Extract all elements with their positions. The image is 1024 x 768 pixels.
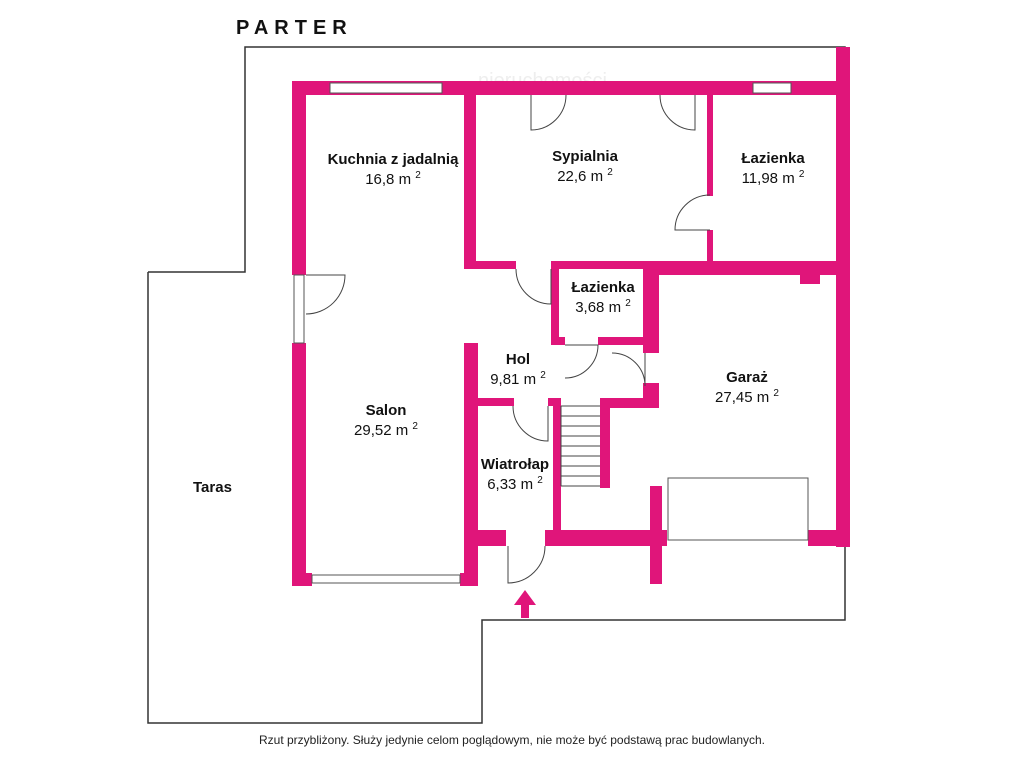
wall-sypialnia-bottom-2 [551,261,651,269]
room-label-sypialnia: Sypialnia 22,6 m 2 [552,148,618,185]
room-label-hol: Hol 9,81 m 2 [490,351,546,388]
door-hol-top [515,268,552,305]
windows [293,82,792,584]
room-label-wiatrolap: Wiatrołap 6,33 m 2 [480,456,550,493]
wall-kitchen-sypialnia [464,81,476,267]
wall-garage-stub [650,486,662,584]
room-label-lazienka-1: Łazienka 11,98 m 2 [741,150,805,187]
wall-sypialnia-lazienka-2 [707,230,713,267]
wall-salon-bottom-left [292,573,312,586]
wall-right [836,265,850,547]
door-garage [611,352,646,387]
door-sypialnia-1 [530,94,567,131]
room-label-salon: Salon 29,52 m 2 [354,402,418,439]
door-wiatrolap [512,405,549,442]
plan-title: PARTER [236,17,353,39]
room-label-lazienka-2: Łazienka 3,68 m 2 [571,279,635,316]
wall-bottom-mid [545,530,667,546]
window-left [293,274,305,344]
garage-door [667,477,809,541]
wall-lazienka2-bottom [551,337,565,345]
wall-garage-notch [800,270,820,284]
terrace-outline [147,46,846,724]
wall-bottom-left [476,530,506,546]
wall-wiatrolap-right [553,398,561,532]
wall-lazienka-bottom [651,261,836,275]
door-entrance [507,545,546,584]
window-kitchen [329,82,443,94]
wall-salon-hol [464,343,478,586]
door-kitchen [305,274,346,315]
entrance-arrow [514,590,536,618]
window-salon [311,574,461,584]
wall-sypialnia-lazienka [707,81,713,196]
wall-lazienka2-bottom-2 [598,337,659,345]
door-lazienka-2 [564,344,599,379]
stairs [560,405,600,487]
room-label-garaz: Garaż 27,45 m 2 [715,369,779,406]
window-lazienka [752,82,792,94]
terrace-label: Taras [193,479,232,496]
wall-wiatrolap-top [476,398,514,406]
wall-stair-right [600,398,610,488]
door-lazienka-1 [674,194,711,231]
wall-left-upper [292,81,306,275]
room-label-kuchnia: Kuchnia z jadalnią 16,8 m 2 [327,151,459,188]
wall-hol-bottom [600,398,659,408]
door-sypialnia-2 [659,94,696,131]
wall-sypialnia-bottom [464,261,516,269]
wall-left-lower [292,343,306,586]
wall-lazienka2-left [551,261,559,343]
wall-right-top [836,47,850,267]
wall-lazienka2-right [643,261,659,353]
disclaimer-footer: Rzut przybliżony. Służy jedynie celom po… [258,733,766,747]
wall-bottom-right [808,530,850,546]
doors [305,94,711,584]
